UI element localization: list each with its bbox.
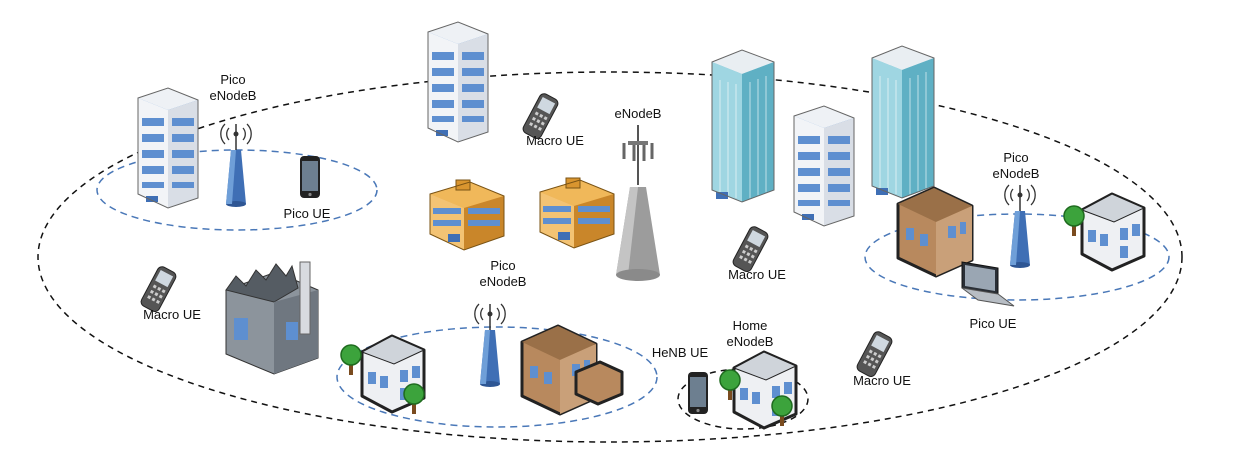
macro-ue-label-right: Macro UE xyxy=(853,373,911,388)
tree-icon xyxy=(403,383,425,415)
feature-phone-icon xyxy=(854,329,895,379)
pico-ue-label-2: Pico UE xyxy=(970,316,1017,331)
house-icon xyxy=(574,360,624,406)
laptop-icon xyxy=(961,261,1015,307)
house-icon xyxy=(732,350,798,430)
tree-icon xyxy=(340,344,362,376)
macro-cell-boundary xyxy=(37,71,1183,443)
low-rise-office-icon xyxy=(539,177,615,249)
house-icon xyxy=(1080,192,1146,272)
pico-antenna-icon xyxy=(1004,184,1036,269)
factory-icon xyxy=(225,261,319,375)
macro-tower-icon xyxy=(616,125,660,281)
henb-ue-label: HeNB UE xyxy=(652,345,709,360)
macro-ue-label-top: Macro UE xyxy=(526,133,584,148)
pico-antenna-icon xyxy=(474,303,506,388)
smartphone-icon xyxy=(300,156,320,198)
house-icon xyxy=(896,186,974,278)
pico-cell-boundary-bottom xyxy=(336,326,658,428)
glass-tower-icon xyxy=(711,49,775,203)
pico-antenna-icon xyxy=(220,123,252,208)
enodeb-label: eNodeB xyxy=(615,106,662,121)
glass-tower-icon xyxy=(871,45,935,199)
feature-phone-icon xyxy=(730,224,771,274)
smartphone-icon xyxy=(688,372,708,414)
office-tower-icon xyxy=(427,21,489,143)
macro-ue-label-center: Macro UE xyxy=(728,267,786,282)
pico-ue-label-1: Pico UE xyxy=(284,206,331,221)
feature-phone-icon xyxy=(138,264,179,314)
macro-ue-label-left: Macro UE xyxy=(143,307,201,322)
office-tower-icon xyxy=(137,87,199,209)
low-rise-office-icon xyxy=(429,179,505,251)
office-tower-icon xyxy=(793,105,855,227)
